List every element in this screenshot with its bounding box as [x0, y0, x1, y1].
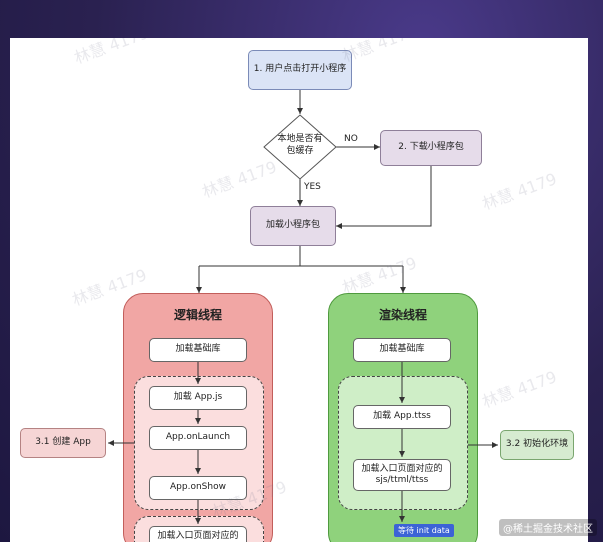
decision-label: 本地是否有 包缓存: [262, 134, 338, 157]
create-app-node: 3.1 创建 App: [20, 428, 106, 458]
edge-label-no: NO: [344, 134, 358, 144]
render-load-entry-line2: sjs/ttml/ttss: [375, 475, 429, 485]
app-onshow-label: App.onShow: [170, 482, 226, 493]
logic-load-lib-label: 加载基础库: [175, 344, 221, 355]
load-app-js-label: 加载 App.js: [173, 392, 223, 403]
app-onlaunch-node: App.onLaunch: [149, 426, 247, 450]
decision-label-line1: 本地是否有: [277, 134, 323, 144]
decision-node: [263, 114, 337, 180]
edge-label-yes: YES: [304, 182, 321, 192]
load-app-ttss-label: 加载 App.ttss: [373, 411, 431, 422]
load-package-node: 加载小程序包: [250, 206, 336, 246]
wait-init-data-badge: 等待 init data: [394, 524, 454, 537]
diagram-edges: [196, 90, 432, 293]
render-thread-title: 渲染线程: [378, 308, 427, 322]
render-load-entry-line1: 加载入口页面对应的: [361, 463, 443, 474]
diagram-canvas: 1. 用户点击打开小程序 本地是否有 包缓存 NO YES 2. 下载小程序包 …: [10, 38, 588, 542]
logic-thread-title: 逻辑线程: [173, 308, 222, 322]
logic-load-entry-node: 加载入口页面对应的: [149, 526, 247, 542]
decision-label-line2: 包缓存: [286, 145, 314, 156]
render-load-entry-node: 加载入口页面对应的 sjs/ttml/ttss: [353, 459, 451, 491]
load-app-ttss-node: 加载 App.ttss: [353, 405, 451, 429]
create-app-label: 3.1 创建 App: [35, 437, 91, 448]
render-load-lib-label: 加载基础库: [379, 344, 425, 355]
load-package-node-label: 加载小程序包: [265, 220, 320, 231]
load-app-js-node: 加载 App.js: [149, 386, 247, 410]
init-env-label: 3.2 初始化环境: [505, 439, 569, 450]
site-watermark: @稀土掘金技术社区: [499, 519, 597, 536]
start-node: 1. 用户点击打开小程序: [248, 50, 352, 90]
render-load-lib-node: 加载基础库: [353, 338, 451, 362]
app-onshow-node: App.onShow: [149, 476, 247, 500]
start-node-label: 1. 用户点击打开小程序: [253, 64, 347, 75]
lane-edges: [108, 362, 498, 524]
download-node: 2. 下载小程序包: [380, 130, 482, 166]
edge-download-to-load: [336, 166, 432, 229]
download-node-label: 2. 下载小程序包: [398, 142, 464, 153]
logic-load-lib-node: 加载基础库: [149, 338, 247, 362]
logic-load-entry-label: 加载入口页面对应的: [157, 531, 239, 541]
init-env-node: 3.2 初始化环境: [500, 430, 574, 460]
app-onlaunch-label: App.onLaunch: [165, 432, 231, 443]
